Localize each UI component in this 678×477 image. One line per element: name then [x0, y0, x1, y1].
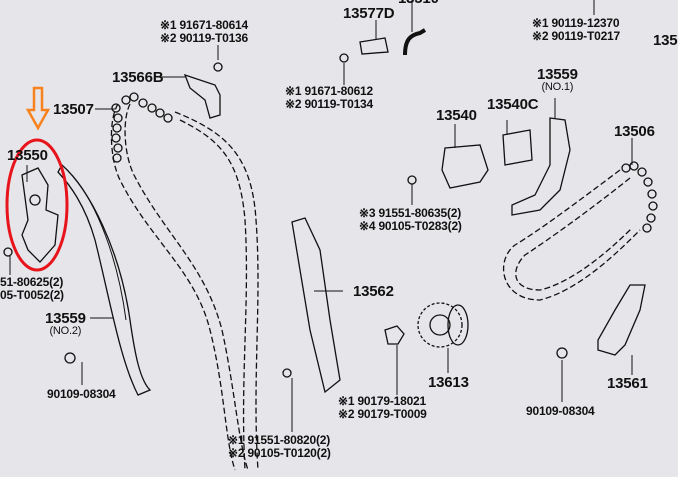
part-label-13566b[interactable]: 13566B: [112, 69, 164, 86]
callout-bolt-6[interactable]: 90109-08304: [47, 388, 116, 401]
chain-13507-inner: [124, 103, 249, 471]
highlight-circle: [5, 138, 69, 272]
part-label-13510[interactable]: 13510: [398, 0, 439, 6]
part-label-13613[interactable]: 13613: [428, 374, 469, 391]
nut: [384, 325, 405, 345]
callout-bolt-8[interactable]: ※1 91551-80820(2) ※2 90105-T0120(2): [228, 434, 331, 460]
callout-line: 90109-08304: [526, 404, 595, 418]
callout-bolt-4[interactable]: 51-80625(2) 05-T0052(2): [0, 276, 64, 302]
part-sub: (NO.2): [49, 325, 82, 337]
callout-bolt-9[interactable]: 90109-08304: [526, 405, 595, 418]
part-number: 13559: [45, 310, 86, 327]
callout-line: 90109-08304: [47, 387, 116, 401]
guide-13559-no1: [511, 117, 571, 216]
guide-13559-no2: [57, 163, 152, 396]
chain-links-13506: [621, 161, 658, 233]
callout-bolt-1[interactable]: ※1 91671-80614 ※2 90119-T0136: [160, 19, 248, 45]
callout-line: ※2 90179-T0009: [338, 407, 427, 421]
callout-line: 51-80625(2): [0, 275, 64, 289]
part-label-13559-no1[interactable]: 13559 (NO.1): [537, 67, 578, 93]
chain-13506-inner: [515, 177, 633, 291]
part-label-13506[interactable]: 13506: [614, 123, 655, 140]
part-label-135-topright[interactable]: 135: [653, 32, 678, 49]
arrow-down-icon: [25, 86, 51, 131]
callout-bolt-2[interactable]: ※1 91671-80612 ※2 90119-T0134: [285, 85, 373, 111]
part-label-13540[interactable]: 13540: [436, 107, 477, 124]
part-label-13540c[interactable]: 13540C: [487, 96, 539, 113]
callout-line: ※1 90179-18021: [338, 394, 426, 408]
callout-line: ※1 90119-12370: [532, 16, 620, 30]
chain-13507-right2: [174, 111, 259, 471]
callout-line: 05-T0052(2): [0, 288, 64, 302]
sprocket-13613: [417, 302, 463, 348]
part-sub: (NO.1): [541, 81, 574, 93]
chain-13506: [502, 169, 641, 301]
part-label-13561[interactable]: 13561: [607, 375, 648, 392]
bracket-13566b: [183, 73, 221, 119]
part-label-13507[interactable]: 13507: [53, 101, 94, 118]
callout-line: ※2 90105-T0120(2): [228, 446, 331, 460]
callout-line: ※3 91551-80635(2): [359, 206, 462, 220]
part-label-13577d[interactable]: 13577D: [343, 5, 395, 22]
chain-13507: [110, 103, 236, 471]
callout-line: ※2 90119-T0134: [285, 97, 373, 111]
callout-line: ※4 90105-T0283(2): [359, 219, 462, 233]
callout-line: ※1 91671-80614: [160, 18, 248, 32]
chain-links-13507: [111, 92, 173, 163]
part-label-13550[interactable]: 13550: [7, 147, 48, 164]
tensioner-13540: [441, 144, 489, 189]
callout-line: ※2 90119-T0217: [532, 29, 620, 43]
callout-bolt-5[interactable]: ※3 91551-80635(2) ※4 90105-T0283(2): [359, 207, 462, 233]
callout-line: ※1 91551-80820(2): [228, 433, 331, 447]
chain-13507-right: [179, 119, 248, 471]
arm-13561: [597, 284, 646, 356]
leader-lines: [9, 0, 633, 432]
callout-line: ※2 90119-T0136: [160, 31, 248, 45]
callout-line: ※1 91671-80612: [285, 84, 373, 98]
callout-bolt-3[interactable]: ※1 90119-12370 ※2 90119-T0217: [532, 17, 620, 43]
tensioner-13550: [21, 167, 59, 263]
guide-13562: [291, 217, 341, 394]
gasket-13540c: [502, 129, 533, 166]
pipe-13510: [403, 28, 427, 56]
callout-bolt-7[interactable]: ※1 90179-18021 ※2 90179-T0009: [338, 395, 427, 421]
part-number: 13559: [537, 66, 578, 83]
bracket-13577d: [359, 37, 389, 55]
part-label-13559-no2[interactable]: 13559 (NO.2): [45, 311, 86, 337]
part-label-13562[interactable]: 13562: [353, 283, 394, 300]
